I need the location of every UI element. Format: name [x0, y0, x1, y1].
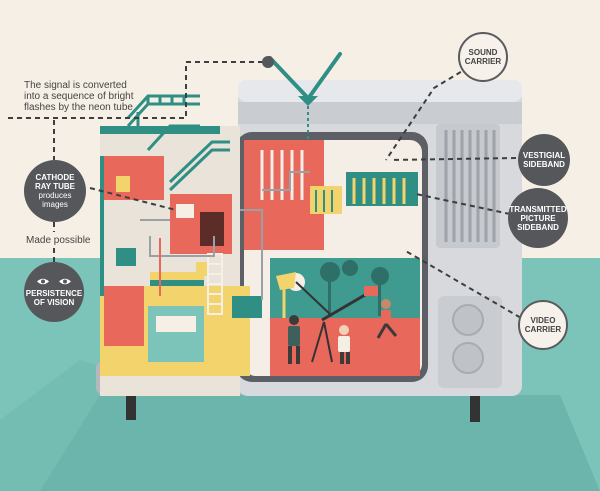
film-camera-icon	[287, 273, 378, 363]
signal-note-line: flashes by the neon tube	[24, 102, 133, 113]
transmitted-sideband-circle: TRANSMITTED PICTURE SIDEBAND	[508, 188, 568, 248]
tv-top-band	[238, 102, 522, 124]
video-carrier-label: CARRIER	[524, 325, 562, 334]
apartment-building	[100, 94, 310, 396]
transmitted-label: SIDEBAND	[517, 222, 559, 232]
persistence-circle: PERSISTENCE OF VISION	[24, 262, 84, 322]
tv-leg-left	[126, 390, 136, 420]
studio-lamp	[276, 272, 296, 318]
crt-desc: images	[42, 200, 68, 209]
eye-icons	[36, 277, 72, 286]
video-carrier-circle: VIDEO CARRIER	[518, 300, 568, 350]
crt-desc: produces	[38, 191, 72, 200]
crt-title: RAY TUBE	[34, 182, 75, 191]
vestigial-label: VESTIGIAL	[522, 151, 566, 160]
signal-dot	[262, 56, 274, 68]
video-carrier-label: VIDEO	[530, 316, 556, 325]
screen-balconies	[310, 172, 418, 214]
transmitted-label: PICTURE	[520, 213, 556, 223]
transmitted-label: TRANSMITTED	[509, 204, 567, 214]
persistence-title: PERSISTENCE	[25, 289, 83, 298]
tv-top	[238, 80, 522, 102]
screen-stripes	[260, 150, 304, 200]
persistence-title: OF VISION	[33, 298, 75, 307]
eye-icon	[59, 278, 71, 285]
crt-title: CATHODE	[35, 173, 75, 182]
antenna-icon	[268, 52, 342, 160]
crew-person	[288, 315, 350, 364]
made-possible-note: Made possible	[26, 235, 91, 246]
vestigial-label: SIDEBAND	[523, 160, 565, 169]
tv-leg-right	[470, 392, 480, 422]
crt-circle: CATHODE RAY TUBE produces images	[24, 160, 86, 222]
eye-icon	[37, 278, 49, 285]
vestigial-sideband-circle: VESTIGIAL SIDEBAND	[518, 134, 570, 186]
tv-knobs	[438, 296, 502, 388]
running-man-icon	[376, 299, 398, 339]
speaker-grille	[436, 124, 500, 248]
scene-trees	[320, 260, 389, 316]
sound-carrier-circle: SOUND CARRIER	[458, 32, 508, 82]
sound-carrier-label: SOUND	[468, 48, 498, 57]
signal-note: The signal is converted into a sequence …	[24, 80, 134, 113]
signal-note-line: The signal is converted	[24, 80, 127, 91]
sound-carrier-label: CARRIER	[464, 57, 502, 66]
signal-note-line: into a sequence of bright	[24, 91, 134, 102]
